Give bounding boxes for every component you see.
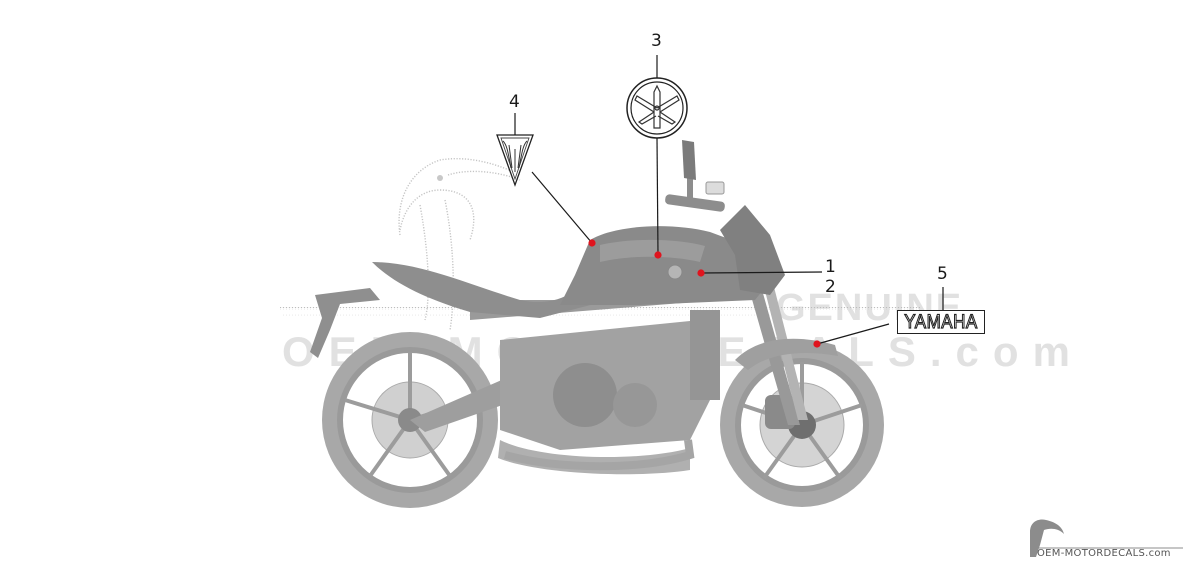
front-fender [735, 338, 838, 370]
marker-1 [697, 269, 705, 277]
marker-5 [813, 340, 821, 348]
callout-number-4: 4 [509, 92, 520, 112]
marker-4 [588, 239, 596, 247]
exhaust [503, 439, 695, 471]
handlebar [665, 140, 725, 212]
brake-reservoir [705, 181, 725, 195]
yamaha-decal: YAMAHA [897, 310, 985, 334]
front-wheel [720, 343, 884, 507]
toucan-logo-icon [1030, 519, 1183, 557]
mirror [682, 140, 696, 180]
callout-number-3: 3 [651, 31, 662, 51]
yamaha-decal-text: YAMAHA [904, 310, 978, 333]
callout-number-5: 5 [937, 264, 948, 284]
leader-lines [514, 55, 944, 345]
callout-number-2: 2 [825, 277, 836, 297]
seat [372, 262, 610, 318]
tank-emblem-spot [667, 264, 683, 280]
mt-triangle-emblem-icon [496, 134, 534, 187]
callout-number-1: 1 [825, 257, 836, 277]
motorcycle-illustration [310, 140, 884, 508]
site-logo-text: OEM-MOTORDECALS.com [1037, 548, 1171, 559]
placement-markers [588, 239, 821, 348]
tail-bracket [310, 288, 380, 358]
marker-3 [654, 251, 662, 259]
tuning-fork-emblem-icon [626, 77, 688, 139]
